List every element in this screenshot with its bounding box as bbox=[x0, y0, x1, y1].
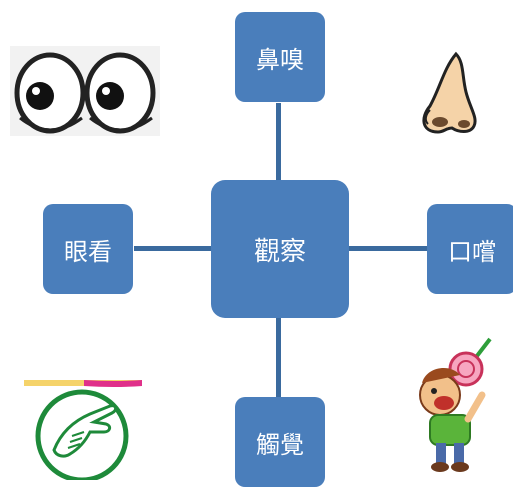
node-see-label: 眼看 bbox=[64, 237, 112, 266]
center-node-observe[interactable]: 觀察 bbox=[211, 180, 349, 318]
node-taste-label: 口嚐 bbox=[448, 237, 496, 266]
center-node-label: 觀察 bbox=[253, 236, 306, 267]
connector-bottom bbox=[276, 318, 281, 398]
node-touch-label: 觸覺 bbox=[256, 430, 304, 459]
pointing-hand-icon bbox=[24, 380, 142, 480]
eyes-icon bbox=[10, 46, 160, 136]
connector-top bbox=[276, 103, 281, 181]
child-eating-lollipop-icon bbox=[419, 337, 492, 472]
connector-right bbox=[348, 246, 428, 251]
connector-left bbox=[134, 246, 212, 251]
node-smell-label: 鼻嗅 bbox=[256, 45, 304, 74]
node-smell[interactable]: 鼻嗅 bbox=[235, 12, 325, 102]
node-touch[interactable]: 觸覺 bbox=[235, 397, 325, 487]
nose-icon bbox=[422, 51, 477, 134]
node-see[interactable]: 眼看 bbox=[43, 204, 133, 294]
node-taste[interactable]: 口嚐 bbox=[427, 204, 513, 294]
